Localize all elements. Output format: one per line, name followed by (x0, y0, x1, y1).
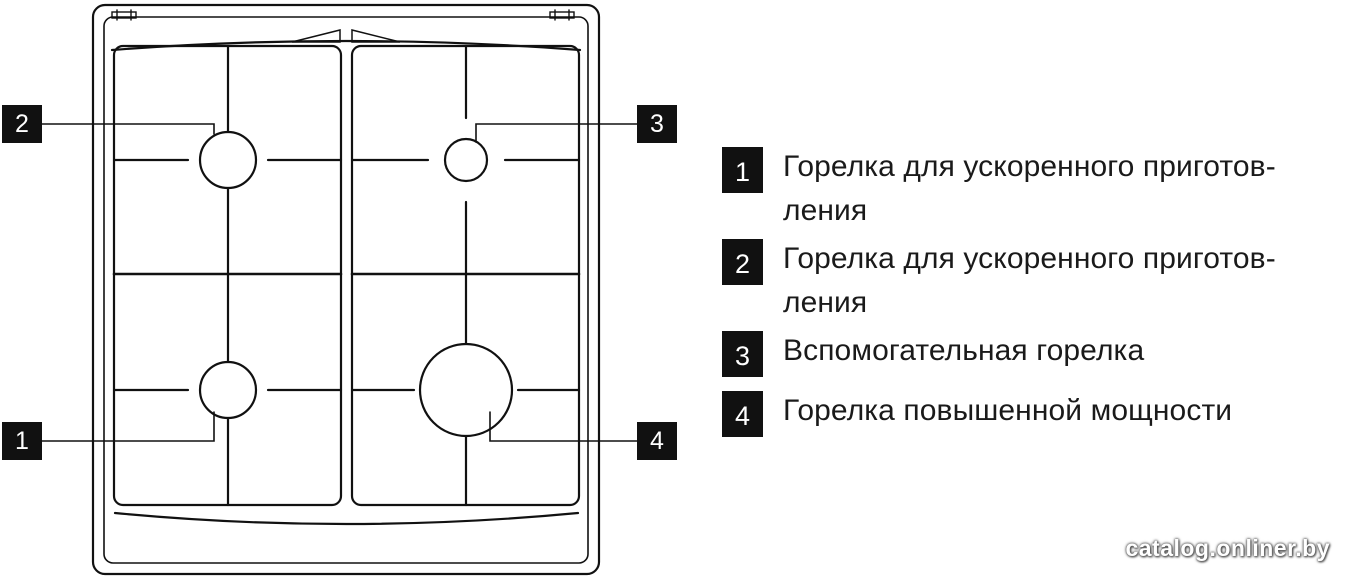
legend-item-4: 4 Горелка повышенной мощности (722, 389, 1332, 437)
left-arrow-mark (291, 29, 341, 43)
right-hinge-icon (549, 9, 575, 21)
legend-text: Горелка для ускоренного приготов- ления (783, 145, 1276, 233)
legend-number: 4 (722, 391, 763, 437)
burner-top-left (198, 130, 258, 190)
callout-tag-3: 3 (637, 105, 677, 143)
legend-line: Вспомогательная горелка (783, 334, 1145, 367)
legend-item-3: 3 Вспомогательная горелка (722, 329, 1332, 377)
leader-line-1 (39, 411, 215, 442)
legend-item-2: 2 Горелка для ускоренного приготов- лени… (722, 237, 1332, 325)
legend-item-1: 1 Горелка для ускоренного приготов- лени… (722, 145, 1332, 233)
legend-line: ления (783, 286, 868, 319)
callout-tag-1: 1 (2, 422, 42, 460)
legend-text: Горелка повышенной мощности (783, 389, 1232, 433)
callout-tag-4: 4 (637, 422, 677, 460)
burner-bottom-right (418, 342, 514, 438)
leader-line-3 (475, 123, 638, 143)
left-hinge-icon (111, 9, 137, 21)
watermark: catalog.onliner.by (1125, 535, 1330, 561)
legend-line: ления (783, 194, 868, 227)
burner-top-right (443, 137, 489, 183)
legend-text: Горелка для ускоренного приготов- ления (783, 237, 1276, 325)
legend-number: 1 (722, 147, 763, 193)
legend-line: Горелка для ускоренного приготов- (783, 150, 1276, 183)
legend-text: Вспомогательная горелка (783, 329, 1144, 373)
hob-diagram (39, 3, 638, 576)
legend-line: Горелка для ускоренного приготов- (783, 242, 1276, 275)
leader-line-2 (39, 123, 215, 135)
legend-number: 2 (722, 239, 763, 285)
right-arrow-mark (351, 29, 401, 43)
legend-line: Горелка повышенной мощности (783, 394, 1233, 427)
burner-bottom-left (198, 360, 258, 420)
hob-bottom-curve (113, 511, 580, 526)
hob-outer-frame (91, 3, 601, 576)
legend-number: 3 (722, 331, 763, 377)
hob-inner-frame (103, 16, 589, 564)
callout-tag-2: 2 (2, 105, 42, 143)
legend: 1 Горелка для ускоренного приготов- лени… (722, 145, 1332, 437)
leader-line-4 (489, 411, 638, 442)
